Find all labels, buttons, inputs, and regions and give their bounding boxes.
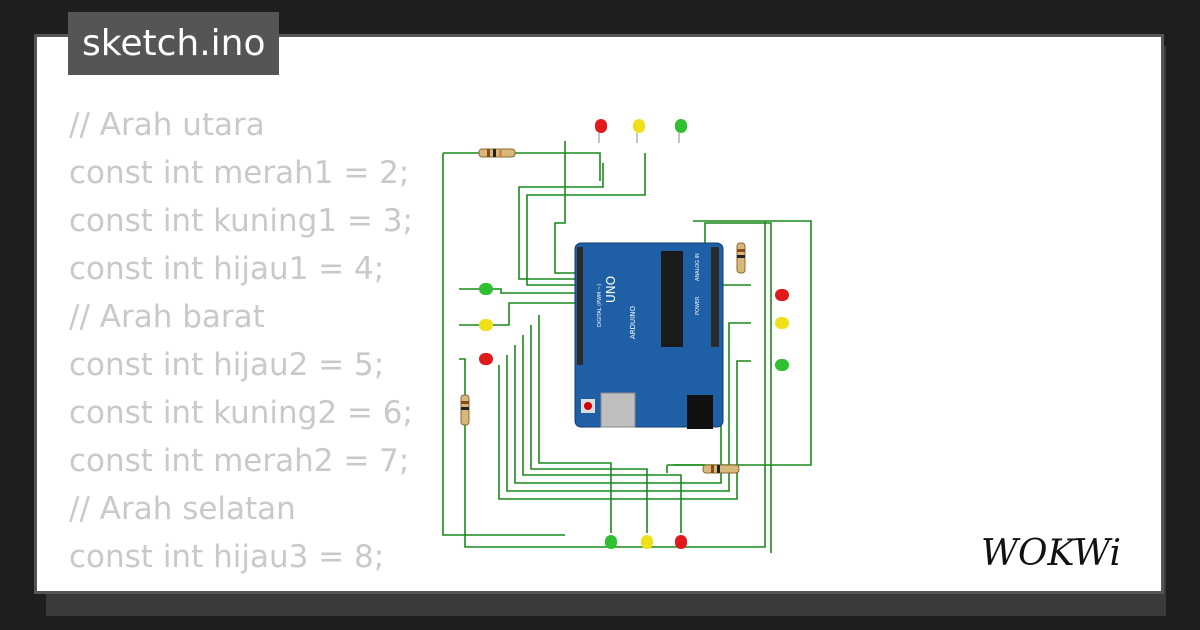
board-model-label: UNO <box>604 276 618 303</box>
led-east-green <box>775 359 789 371</box>
led-south-green <box>605 535 617 549</box>
code-line: // Arah selatan <box>69 491 296 527</box>
led-north-yellow <box>633 119 645 143</box>
arduino-uno-board: UNO ARDUINO DIGITAL (PWM ~) POWER ANALOG… <box>574 242 724 429</box>
led-east-red <box>775 289 789 301</box>
code-line: const int kuning2 = 6; <box>69 395 413 431</box>
wokwi-logo: WOKWi <box>981 533 1121 574</box>
code-line: // Arah barat <box>69 299 265 335</box>
resistor-south <box>702 464 740 474</box>
code-line: // Arah utara <box>69 107 265 143</box>
board-digital-label: DIGITAL (PWM ~) <box>597 284 603 327</box>
circuit-diagram: UNO ARDUINO DIGITAL (PWM ~) POWER ANALOG… <box>442 119 812 553</box>
code-preview: // Arah utara const int merah1 = 2; cons… <box>69 101 413 591</box>
preview-card: // Arah utara const int merah1 = 2; cons… <box>34 34 1164 594</box>
led-west-green <box>479 283 493 295</box>
resistor-north <box>478 148 516 158</box>
resistor-east <box>736 242 746 274</box>
code-line: const int kuning3 = 9; <box>69 581 413 591</box>
code-line: const int kuning1 = 3; <box>69 203 413 239</box>
board-power-label: POWER <box>695 296 701 315</box>
led-east-yellow <box>775 317 789 329</box>
wokwi-logo-text: WOKWi <box>981 533 1121 574</box>
led-north-red <box>595 119 607 143</box>
led-west-yellow <box>479 319 493 331</box>
code-line: const int merah1 = 2; <box>69 155 410 191</box>
led-south-yellow <box>641 535 653 549</box>
led-south-red <box>675 535 687 549</box>
code-line: const int hijau2 = 5; <box>69 347 385 383</box>
file-title: sketch.ino <box>68 12 280 75</box>
code-line: const int hijau3 = 8; <box>69 539 385 575</box>
resistor-west <box>460 394 470 426</box>
led-west-red <box>479 353 493 365</box>
board-brand-label: ARDUINO <box>629 306 637 339</box>
code-line: const int merah2 = 7; <box>69 443 410 479</box>
code-line: const int hijau1 = 4; <box>69 251 385 287</box>
board-analog-label: ANALOG IN <box>695 253 701 281</box>
led-north-green <box>675 119 687 143</box>
